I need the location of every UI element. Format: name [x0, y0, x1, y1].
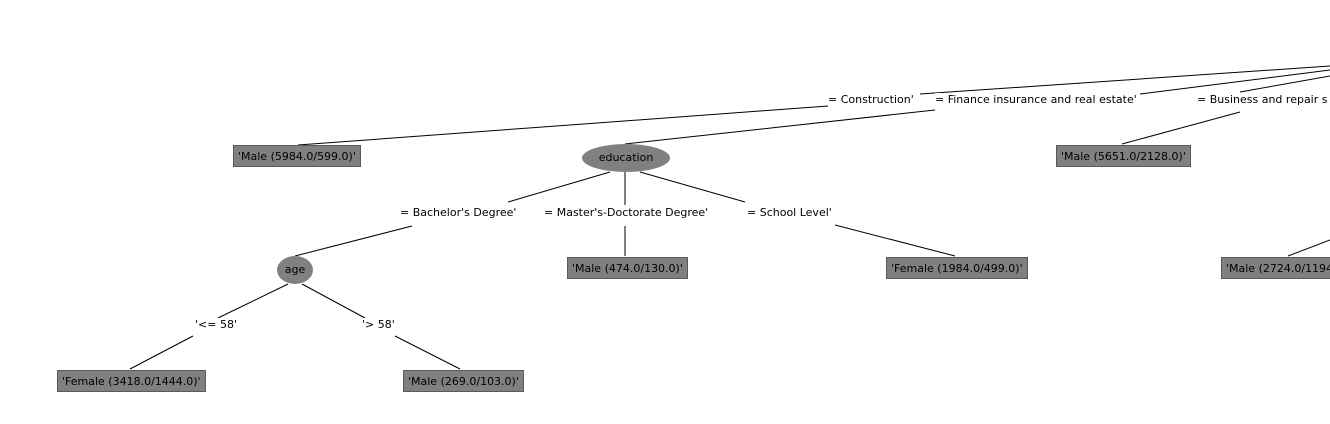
edge-education-to-school	[639, 171, 746, 203]
edge-root-to-finance	[1139, 69, 1330, 95]
leaf-male-2724: 'Male (2724.0/1194	[1221, 257, 1330, 279]
edge-label-finance: = Finance insurance and real estate'	[935, 93, 1137, 106]
leaf-male-5651: 'Male (5651.0/2128.0)'	[1056, 145, 1191, 167]
leaf-male-474: 'Male (474.0/130.0)'	[567, 257, 688, 279]
edge-le58-to-leaf	[129, 335, 194, 370]
edge-label-masters: = Master's-Doctorate Degree'	[544, 206, 709, 219]
edge-school-to-leaf	[834, 224, 956, 257]
edge-label-bachelors: = Bachelor's Degree'	[400, 206, 517, 219]
edge-label-construction: = Construction'	[828, 93, 914, 106]
leaf-female-1984: 'Female (1984.0/499.0)'	[886, 257, 1028, 279]
edge-label-le58: '<= 58'	[195, 318, 237, 331]
edge-to-male-2724-leaf	[1287, 239, 1330, 257]
edge-finance-to-education	[624, 109, 936, 145]
edge-construction-to-leaf	[297, 105, 829, 146]
leaf-male-269: 'Male (269.0/103.0)'	[403, 370, 524, 392]
edge-age-to-gt58	[301, 283, 366, 319]
edge-label-gt58: '> 58'	[362, 318, 395, 331]
edge-root-to-business	[1239, 75, 1330, 93]
edge-label-school: = School Level'	[747, 206, 832, 219]
leaf-male-5984: 'Male (5984.0/599.0)'	[233, 145, 361, 167]
edge-business-to-leaf	[1121, 111, 1241, 145]
edge-bachelors-to-age	[294, 225, 413, 257]
leaf-female-3418: 'Female (3418.0/1444.0)'	[57, 370, 206, 392]
edge-root-to-construction	[919, 65, 1330, 95]
node-age: age	[277, 256, 313, 284]
edge-education-to-bachelors	[507, 171, 611, 203]
node-education: education	[582, 144, 670, 172]
edge-label-business: = Business and repair s	[1197, 93, 1328, 106]
edge-age-to-le58	[217, 283, 289, 319]
edge-gt58-to-leaf	[394, 335, 461, 370]
